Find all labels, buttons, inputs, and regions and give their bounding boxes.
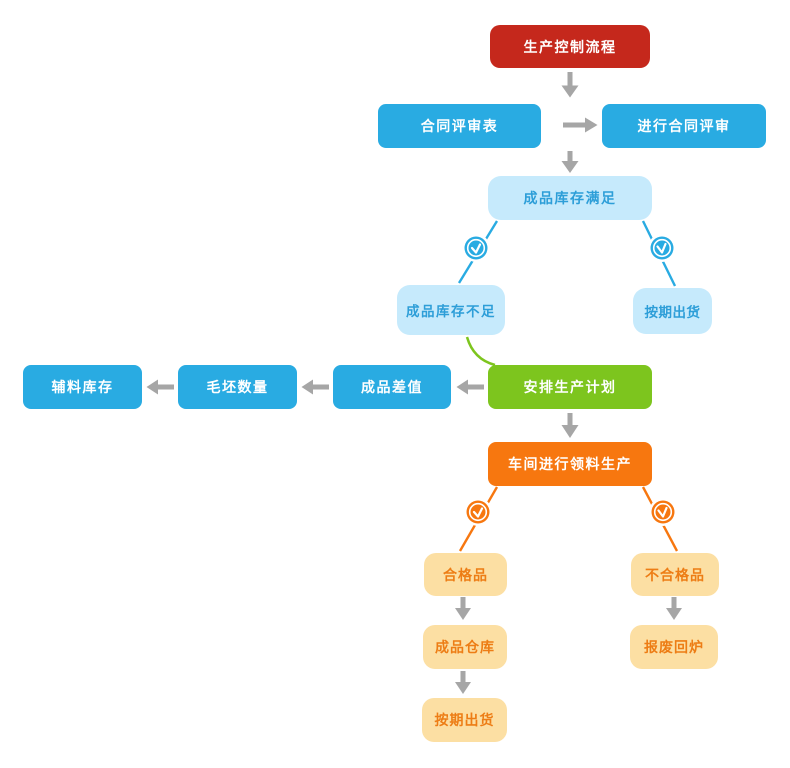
arrow-right-contract — [563, 117, 598, 133]
node-blank-quantity: 毛坯数量 — [178, 365, 297, 409]
node-scrap-remelt: 报废回炉 — [630, 625, 718, 669]
arrow-down-root-to-row2 — [561, 72, 579, 98]
node-conduct-contract-review: 进行合同评审 — [602, 104, 766, 148]
node-ship-on-schedule-bottom: 按期出货 — [422, 698, 507, 742]
clock-icon — [464, 498, 492, 526]
node-workshop-material-production: 车间进行领料生产 — [488, 442, 652, 486]
arrow-left-blank-to-aux — [146, 379, 174, 395]
clock-icon — [649, 498, 677, 526]
arrow-down-unqualified-to-scrap — [666, 597, 682, 620]
node-finished-stock-insufficient: 成品库存不足 — [397, 285, 505, 335]
node-production-control-process: 生产控制流程 — [490, 25, 650, 68]
clock-icon — [462, 234, 490, 262]
node-unqualified-product: 不合格品 — [631, 553, 719, 596]
node-qualified-product: 合格品 — [424, 553, 507, 596]
arrow-down-plan-to-workshop — [561, 413, 579, 438]
arrow-down-qualified-to-warehouse — [455, 597, 471, 620]
arrow-left-diff-to-blank — [301, 379, 329, 395]
node-finished-goods-warehouse: 成品仓库 — [423, 625, 507, 669]
arrow-down-warehouse-to-ship — [455, 671, 471, 694]
node-arrange-production-plan: 安排生产计划 — [488, 365, 652, 409]
node-ship-on-schedule-top: 按期出货 — [633, 288, 712, 334]
arrow-left-plan-to-diff — [456, 379, 484, 395]
arrow-down-row2-to-stock-ok — [561, 151, 579, 173]
node-finished-product-difference: 成品差值 — [333, 365, 451, 409]
connector-stock-short-to-plan — [465, 336, 496, 367]
node-auxiliary-material-stock: 辅料库存 — [23, 365, 142, 409]
node-finished-stock-sufficient: 成品库存满足 — [488, 176, 652, 220]
clock-icon — [648, 234, 676, 262]
node-contract-review-form: 合同评审表 — [378, 104, 541, 148]
